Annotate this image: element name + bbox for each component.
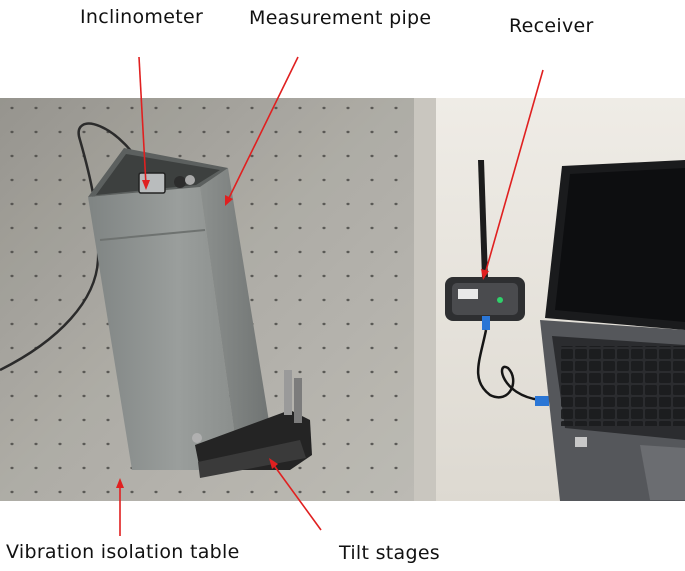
- inclinometer-label: Inclinometer: [80, 6, 204, 28]
- laptop: [540, 160, 685, 501]
- receiver-device: [445, 160, 525, 330]
- receiver-label: Receiver: [509, 15, 594, 37]
- vibration-table-label: Vibration isolation table: [6, 541, 240, 563]
- usb-cable: [476, 329, 549, 406]
- annotation-arrows: [116, 56, 544, 536]
- tilt-stages-label: Tilt stages: [339, 542, 441, 564]
- tilt-stages: [192, 370, 312, 478]
- measurement-pipe-label: Measurement pipe: [249, 7, 432, 29]
